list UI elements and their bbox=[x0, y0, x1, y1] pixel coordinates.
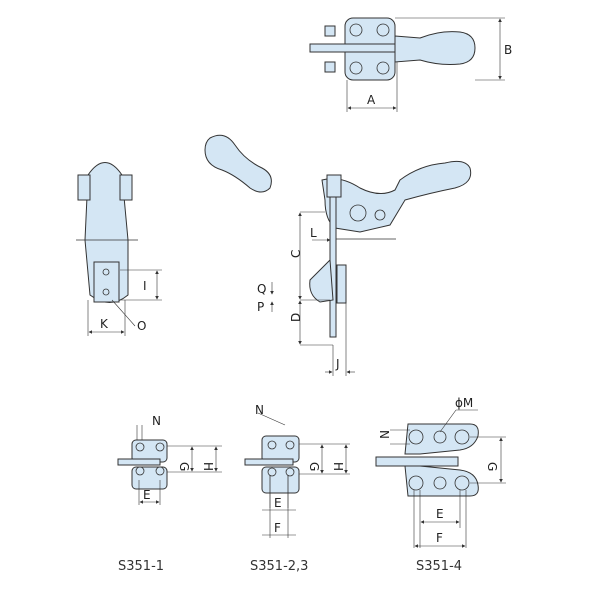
dim-b-label: B bbox=[504, 43, 512, 57]
main-view: C D Q P L J bbox=[257, 160, 472, 376]
dim-m-label: ϕM bbox=[455, 396, 473, 410]
dim-f-label: F bbox=[436, 531, 443, 545]
dim-n-label: N bbox=[377, 430, 391, 439]
dim-e-label: E bbox=[143, 488, 151, 502]
dim-e-label: E bbox=[436, 507, 444, 521]
end-view: I K O bbox=[76, 162, 162, 336]
dim-k-label: K bbox=[100, 317, 109, 331]
variant-s351-1: G H N E S351-1 bbox=[117, 414, 222, 574]
dim-i-label: I bbox=[143, 279, 147, 293]
dim-e-label: E bbox=[274, 496, 282, 510]
dim-f-label: F bbox=[274, 521, 281, 535]
dim-q-label: Q bbox=[257, 282, 266, 296]
dim-g-label: G bbox=[177, 462, 191, 471]
dim-n-label: N bbox=[255, 403, 264, 417]
dim-h-label: H bbox=[201, 462, 215, 471]
dim-d-label: D bbox=[289, 313, 303, 322]
dim-o-label: O bbox=[137, 319, 146, 333]
top-view: B A bbox=[309, 17, 512, 112]
caption-s351-1: S351-1 bbox=[118, 559, 164, 574]
dim-h-label: H bbox=[331, 462, 345, 471]
handle-grip bbox=[204, 134, 272, 193]
dim-n-label: N bbox=[152, 414, 161, 428]
dim-a-label: A bbox=[367, 93, 376, 107]
variant-s351-2-3: G H N E F S351-2,3 bbox=[244, 403, 350, 574]
caption-s351-4: S351-4 bbox=[416, 559, 462, 574]
variant-s351-4: G N ϕM E F S351-4 bbox=[375, 396, 506, 574]
dim-g-label: G bbox=[485, 462, 499, 471]
dim-j-label: J bbox=[335, 357, 340, 371]
caption-s351-2-3: S351-2,3 bbox=[250, 559, 308, 574]
dim-g-label: G bbox=[307, 462, 321, 471]
dim-c-label: C bbox=[289, 250, 303, 258]
dim-l-label: L bbox=[310, 226, 317, 240]
dim-p-label: P bbox=[257, 300, 264, 314]
